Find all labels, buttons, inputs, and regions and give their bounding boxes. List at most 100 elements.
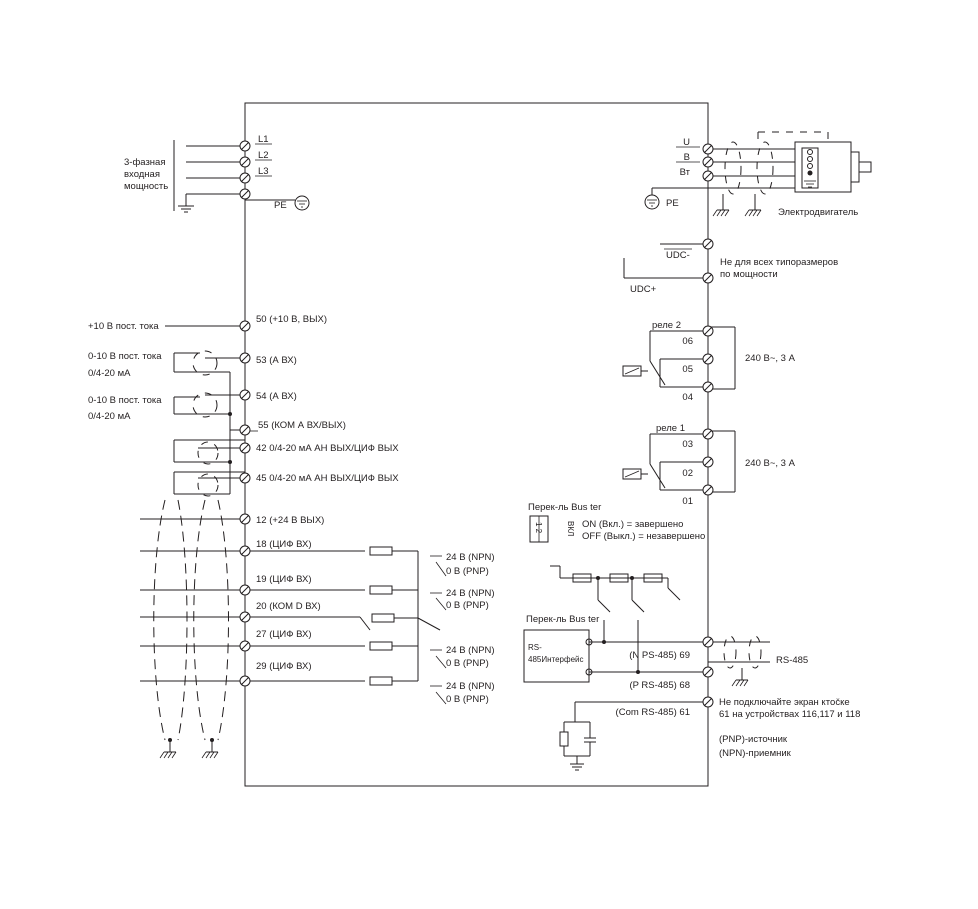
relay-1-terminal-01: 01 [682, 496, 693, 507]
terminal-screw-right-13-slot [704, 698, 712, 706]
motor-pe-label: PE [666, 198, 679, 209]
terminal-55-label: 55 (КОМ А ВХ/ВЫХ) [258, 420, 346, 431]
bus-term-on-text: ON (Вкл.) = завершено [582, 519, 683, 530]
terminal-42-label: 42 0/4-20 мА АН ВЫХ/ЦИФ ВЫХ [256, 443, 399, 454]
legend-npn: (NPN)-приемник [719, 748, 792, 759]
terminal-screw-left-0-slot [241, 142, 249, 150]
terminal-screw-left-8-slot [241, 444, 249, 452]
terminal-screw-left-10-slot [241, 515, 249, 523]
terminal-screw-left-9-slot [241, 474, 249, 482]
rs485-box-line-1: RS- [528, 643, 542, 652]
motor-output: U В Вт PE [644, 131, 872, 218]
analog-io: +10 В пост. тока 50 (+10 В, ВЫХ) 0-10 В … [88, 314, 399, 497]
relay-2-rating: 240 В~, 3 А [745, 353, 796, 364]
terminal-screw-right-10-slot [704, 486, 712, 494]
terminal-l3-label: L3 [258, 166, 269, 177]
terminal-45-label: 45 0/4-20 мА АН ВЫХ/ЦИФ ВЫХ [256, 473, 399, 484]
right-terminal-strip [702, 143, 714, 708]
relay-1-terminal-03: 03 [682, 439, 693, 450]
a53-source-line-2: 0/4-20 мА [88, 368, 131, 379]
t27-pnp-label: 0 В (PNP) [446, 658, 489, 669]
dc-note-2: по мощности [720, 269, 778, 280]
dc-bus: UDC- UDC+ Не для всех типоразмеров по мо… [623, 243, 838, 295]
terminal-screw-right-5-slot [704, 327, 712, 335]
rs485-section: Перек-ль Bus ter RS- 485Интерфейс (N PS-… [523, 565, 860, 771]
terminal-w-label: Вт [680, 167, 691, 178]
bus-term-switch-12: 1 2 [534, 522, 543, 534]
left-terminal-strip [239, 140, 251, 687]
motor-label: Электродвигатель [778, 207, 858, 218]
terminal-61-label: (Com RS-485) 61 [616, 707, 690, 718]
mains-label-2: входная [124, 169, 160, 180]
terminal-screw-right-11-slot [704, 638, 712, 646]
terminal-screw-left-3-slot [241, 190, 249, 198]
terminal-53-label: 53 (А ВХ) [256, 355, 297, 366]
t19-pnp-label: 0 В (PNP) [446, 600, 489, 611]
terminal-screw-left-4-slot [241, 322, 249, 330]
terminal-12-label: 12 (+24 В ВЫХ) [256, 515, 324, 526]
mains-label-3: мощность [124, 181, 168, 192]
terminal-54-label: 54 (А ВХ) [256, 391, 297, 402]
terminal-69-label: (N PS-485) 69 [629, 650, 690, 661]
terminal-screw-right-4-slot [704, 274, 712, 282]
terminal-27-label: 27 (ЦИФ ВХ) [256, 629, 312, 640]
mains-pe-label: PE [274, 200, 287, 211]
rs485-note-2: 61 на устройствах 116,117 и 118 [719, 709, 860, 720]
terminal-screw-right-0-slot [704, 145, 712, 153]
relay-1: реле 1 03 02 01 240 В~, 3 А [622, 423, 796, 507]
rs485-interface-box [523, 629, 590, 683]
mains-label-1: 3-фазная [124, 157, 165, 168]
terminal-screw-left-15-slot [241, 677, 249, 685]
bus-term-off-text: OFF (Выкл.) = незавершено [582, 531, 705, 542]
udc-plus-label: UDC+ [630, 284, 657, 295]
t18-npn-label: 24 В (NPN) [446, 552, 495, 563]
relay-1-title: реле 1 [656, 423, 685, 434]
terminal-screw-left-7-slot [241, 426, 249, 434]
t29-npn-label: 24 В (NPN) [446, 681, 495, 692]
rs485-label: RS-485 [776, 655, 808, 666]
terminal-u-label: U [683, 137, 690, 148]
terminal-screw-left-13-slot [241, 613, 249, 621]
digital-io: 12 (+24 В ВЫХ) 18 (ЦИФ ВХ) 19 (ЦИФ ВХ) 2… [140, 499, 495, 759]
motor-icon [794, 141, 872, 193]
terminal-screw-right-7-slot [704, 383, 712, 391]
terminal-29-label: 29 (ЦИФ ВХ) [256, 661, 312, 672]
terminal-screw-right-12-slot [704, 668, 712, 676]
mains-pe-ground-icon [294, 195, 310, 211]
motor-pe-ground-icon [644, 194, 660, 210]
t18-pnp-label: 0 В (PNP) [446, 566, 489, 577]
relay-2-terminal-05: 05 [682, 364, 693, 375]
bus-termination-switch: Перек-ль Bus ter ВКЛ 1 2 ON (Вкл.) = зав… [528, 502, 705, 543]
legend-pnp: (PNP)-источник [719, 734, 788, 745]
a53-source-line-1: 0-10 В пост. тока [88, 351, 162, 362]
terminal-screw-right-2-slot [704, 172, 712, 180]
dc-note-1: Не для всех типоразмеров [720, 257, 838, 268]
terminal-screw-left-14-slot [241, 642, 249, 650]
relay-1-rating: 240 В~, 3 А [745, 458, 796, 469]
terminal-l2-label: L2 [258, 150, 269, 161]
terminal-v-label: В [684, 152, 690, 163]
mains-input: 3-фазная входная мощность L1 L2 L3 PE [124, 134, 310, 213]
terminal-l1-label: L1 [258, 134, 269, 145]
relay-2-terminal-06: 06 [682, 336, 693, 347]
terminal-screw-left-5-slot [241, 354, 249, 362]
terminal-68-label: (P RS-485) 68 [629, 680, 690, 691]
terminal-18-label: 18 (ЦИФ ВХ) [256, 539, 312, 550]
t19-npn-label: 24 В (NPN) [446, 588, 495, 599]
rs485-box-line-2: 485Интерфейс [528, 655, 584, 664]
terminal-screw-right-8-slot [704, 430, 712, 438]
relay-2-terminal-04: 04 [682, 392, 693, 403]
a54-source-line-2: 0/4-20 мА [88, 411, 131, 422]
terminal-screw-right-9-slot [704, 458, 712, 466]
terminal-screw-left-2-slot [241, 174, 249, 182]
terminal-screw-right-3-slot [704, 240, 712, 248]
udc-minus-label: UDC- [666, 250, 690, 261]
terminal-screw-left-12-slot [241, 586, 249, 594]
terminal-screw-right-6-slot [704, 355, 712, 363]
terminal-screw-left-6-slot [241, 391, 249, 399]
terminal-50-label: 50 (+10 В, ВЫХ) [256, 314, 327, 325]
relay-2: реле 2 06 05 04 240 В~, 3 А [622, 320, 796, 403]
terminal-screw-left-11-slot [241, 547, 249, 555]
terminal-screw-right-1-slot [704, 158, 712, 166]
